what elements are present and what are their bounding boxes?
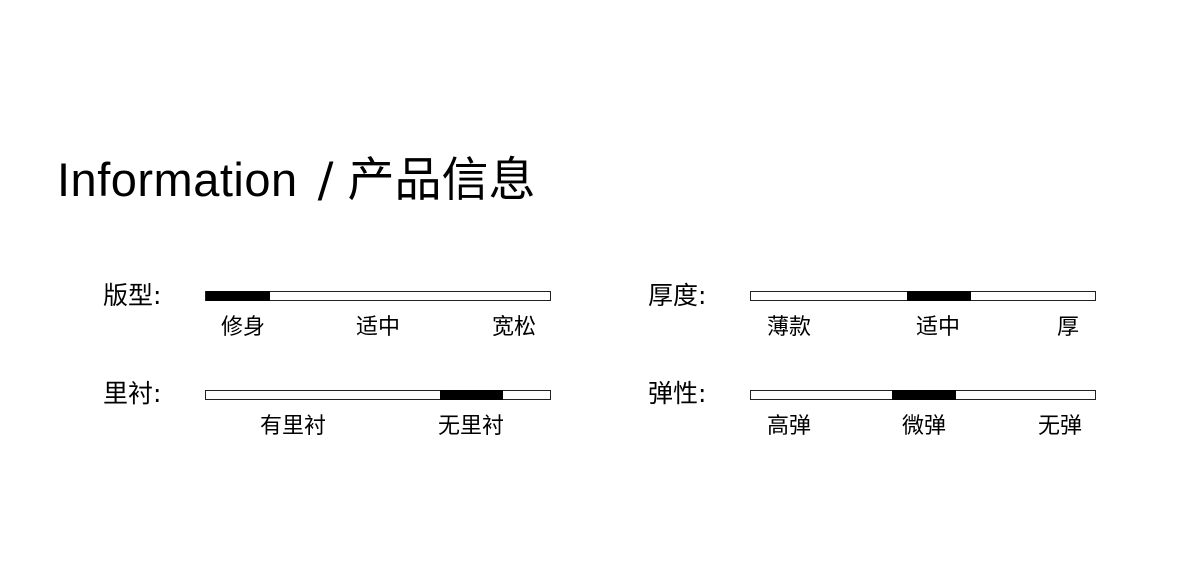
fit-option-slim: 修身 (220, 315, 266, 340)
elasticity-label: 弹性: (648, 379, 707, 408)
lining-scale-bar (205, 390, 551, 400)
thickness-label: 厚度: (648, 281, 707, 310)
title-chinese: 产品信息 (347, 153, 536, 208)
lining-label: 里衬: (103, 379, 162, 408)
fit-scale-bar (205, 291, 551, 301)
thickness-scale-bar (750, 291, 1096, 301)
elasticity-option-none: 无弹 (1037, 414, 1083, 439)
lining-option-unlined: 无里衬 (437, 414, 505, 439)
elasticity-option-slight: 微弹 (901, 414, 947, 439)
elasticity-scale-bar (750, 390, 1096, 400)
fit-label: 版型: (103, 281, 162, 310)
thickness-option-thick: 厚 (1056, 315, 1080, 340)
lining-option-lined: 有里衬 (259, 414, 327, 439)
fit-option-loose: 宽松 (491, 315, 537, 340)
title-english: Information (57, 153, 298, 206)
thickness-option-medium: 适中 (915, 315, 961, 340)
elasticity-option-high: 高弹 (766, 414, 812, 439)
thickness-indicator (907, 291, 971, 301)
page-title: Information /产品信息 (57, 150, 535, 211)
lining-indicator (439, 390, 504, 400)
fit-option-regular: 适中 (355, 315, 401, 340)
fit-indicator (206, 291, 270, 301)
title-separator: / (317, 153, 334, 208)
elasticity-indicator (892, 390, 956, 400)
thickness-option-thin: 薄款 (766, 315, 812, 340)
